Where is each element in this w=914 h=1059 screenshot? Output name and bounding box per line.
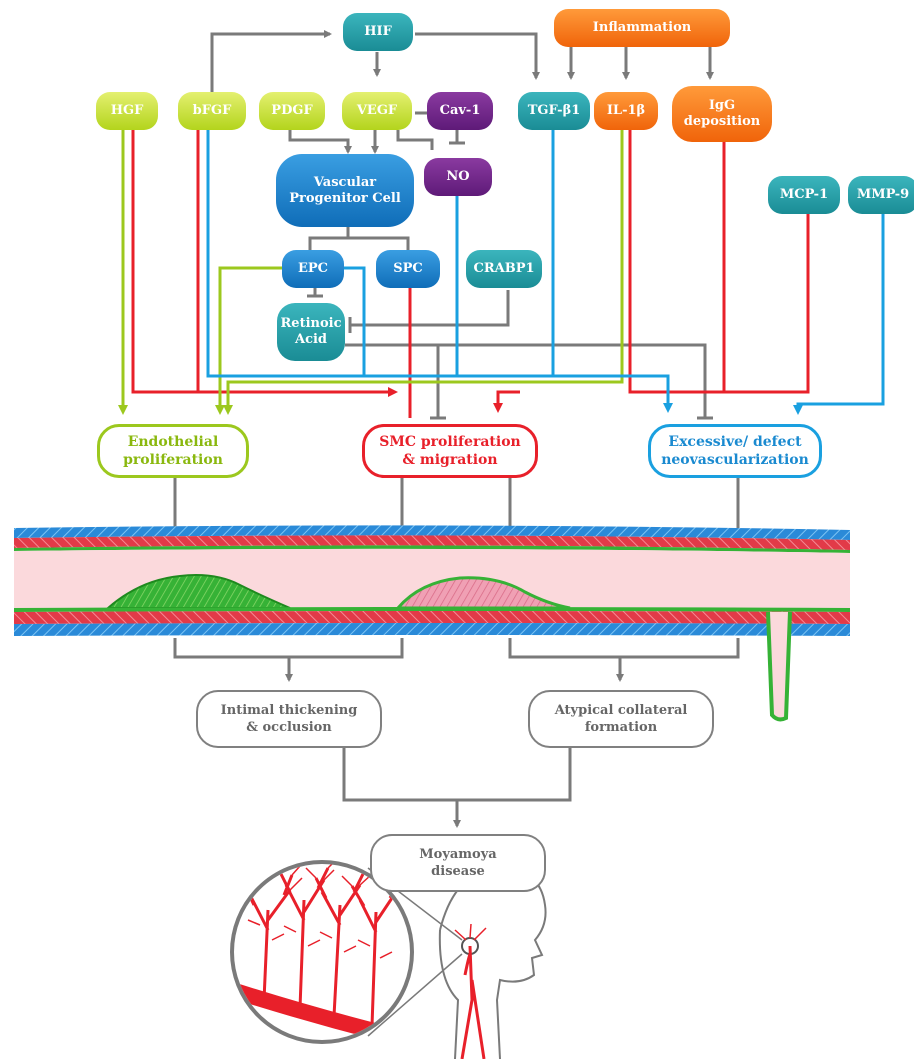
pdgf-node: PDGF: [259, 92, 325, 130]
intimal-thickening-box: Intimal thickening & occlusion: [196, 690, 382, 748]
endothelial-proliferation-box: Endothelial proliferation: [97, 424, 249, 478]
il1b-node: IL-1β: [594, 92, 658, 130]
tgfb1-node: TGF-β1: [518, 92, 590, 130]
neovascularization-box: Excessive/ defect neovascularization: [648, 424, 822, 478]
hgf-node: HGF: [96, 92, 158, 130]
bfgf-node: bFGF: [178, 92, 246, 130]
smc-proliferation-box: SMC proliferation & migration: [362, 424, 538, 478]
green-connectors: [118, 130, 624, 415]
cav1-node: Cav-1: [427, 92, 493, 130]
retinoic-acid-node: Retinoic Acid: [277, 303, 345, 361]
vessel-intima-top: [14, 545, 850, 553]
vegf-node: VEGF: [342, 92, 412, 130]
igg-node: IgG deposition: [672, 86, 772, 142]
vessel-media-bottom: [14, 611, 850, 624]
blue-connectors: [206, 130, 885, 415]
vessel-outer-top: [14, 525, 850, 540]
red-connectors: [131, 130, 810, 418]
collateral-branch: [766, 611, 792, 722]
vascular-progenitor-cell-node: Vascular Progenitor Cell: [276, 154, 414, 227]
pink-plaque: [394, 576, 571, 610]
mcp1-node: MCP-1: [768, 176, 840, 214]
hif-node: HIF: [343, 13, 413, 51]
crabp1-node: CRABP1: [466, 250, 542, 288]
epc-node: EPC: [282, 250, 344, 288]
moyamoya-disease-box: Moyamoya disease: [370, 834, 546, 892]
spc-node: SPC: [376, 250, 440, 288]
no-node: NO: [424, 158, 492, 196]
green-plaque: [105, 574, 291, 609]
vessel-intima-bottom: [14, 607, 850, 612]
mmp9-node: MMP-9: [848, 176, 914, 214]
vessel-media-top: [14, 535, 850, 550]
vessel-outer-bottom: [14, 623, 850, 636]
atypical-collateral-box: Atypical collateral formation: [528, 690, 714, 748]
inflammation-node: Inflammation: [554, 9, 730, 47]
grey-connectors: [173, 30, 740, 828]
